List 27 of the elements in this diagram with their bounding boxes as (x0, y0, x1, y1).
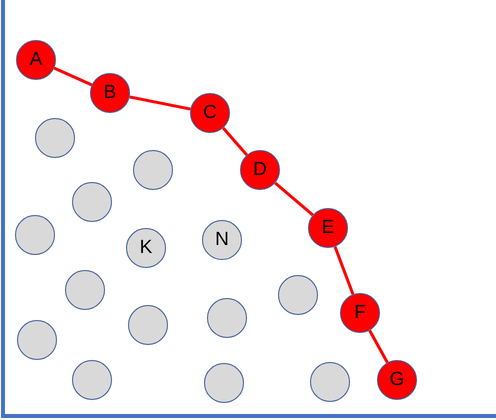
point-circle (278, 275, 318, 315)
point-circle (72, 360, 112, 400)
connector-line (129, 95, 191, 111)
point-circle (128, 305, 168, 345)
connector-line (334, 246, 354, 295)
labeled-point: N (202, 220, 242, 260)
point-circle (133, 150, 173, 190)
point-circle (35, 118, 75, 158)
connector-line (222, 127, 248, 156)
point-circle (15, 215, 55, 255)
connector-line (54, 66, 92, 86)
point-circle (310, 362, 350, 402)
point-circle (207, 298, 247, 338)
point-circle (17, 320, 57, 360)
highlighted-point: D (240, 150, 280, 190)
point-circle (72, 182, 112, 222)
highlighted-point: C (190, 93, 230, 133)
highlighted-point: A (16, 40, 56, 80)
point-circle (65, 270, 105, 310)
highlighted-point: B (90, 73, 130, 113)
point-circle (204, 363, 244, 403)
highlighted-point: F (340, 293, 380, 333)
highlighted-point: E (308, 208, 348, 248)
connector-line (274, 182, 314, 216)
labeled-point: K (126, 228, 166, 268)
highlighted-point: G (377, 360, 417, 400)
connector-line (368, 330, 389, 364)
